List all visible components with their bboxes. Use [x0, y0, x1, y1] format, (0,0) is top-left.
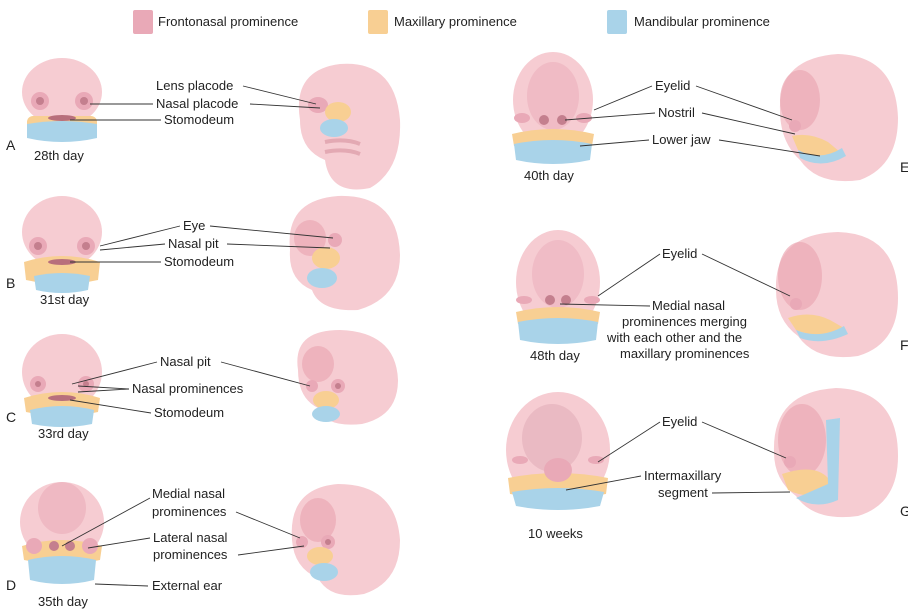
- label-eye: Eye: [183, 218, 205, 233]
- lateral-view-b: [290, 196, 400, 310]
- label-intermaxillary-line2: segment: [658, 485, 708, 500]
- frontal-view-b: [22, 196, 102, 293]
- label-intermaxillary-line1: Intermaxillary: [644, 468, 722, 483]
- frontal-view-e: [512, 52, 594, 164]
- label-medial-nasal-line2: prominences: [152, 504, 227, 519]
- label-eyelid: Eyelid: [662, 414, 697, 429]
- label-nasal-pit: Nasal pit: [168, 236, 219, 251]
- age-label: 10 weeks: [528, 526, 583, 541]
- label-stomodeum: Stomodeum: [154, 405, 224, 420]
- age-label: 33rd day: [38, 426, 89, 441]
- lateral-view-f: [776, 232, 898, 357]
- label-nostril: Nostril: [658, 105, 695, 120]
- panel-letter: D: [6, 577, 16, 593]
- panel-letter: C: [6, 409, 16, 425]
- panel-d: D 35th day Medial nasal prominences Late…: [6, 482, 400, 609]
- age-label: 40th day: [524, 168, 574, 183]
- lateral-view-g: [774, 388, 898, 517]
- panel-e: E 40th day Eyelid Nostril Lower jaw: [512, 52, 908, 183]
- frontal-view-d: [20, 482, 104, 584]
- label-external-ear: External ear: [152, 578, 223, 593]
- panel-g: G 10 weeks Eyelid Intermaxillary segment: [506, 388, 908, 541]
- panel-letter: F: [900, 337, 908, 353]
- label-medial-nasal-merge-line4: maxillary prominences: [620, 346, 750, 361]
- age-label: 35th day: [38, 594, 88, 609]
- label-medial-nasal-merge-line2: prominences merging: [622, 314, 747, 329]
- label-medial-nasal-line1: Medial nasal: [152, 486, 225, 501]
- panel-letter: G: [900, 503, 908, 519]
- label-eyelid: Eyelid: [655, 78, 690, 93]
- age-label: 48th day: [530, 348, 580, 363]
- leader-line: [95, 584, 148, 586]
- legend-label-frontonasal: Frontonasal prominence: [158, 14, 298, 29]
- age-label: 28th day: [34, 148, 84, 163]
- label-lateral-nasal-line1: Lateral nasal: [153, 530, 228, 545]
- panel-f: F 48th day Eyelid Medial nasal prominenc…: [516, 230, 908, 363]
- label-nasal-placode: Nasal placode: [156, 96, 238, 111]
- legend-swatch-maxillary: [368, 10, 388, 34]
- label-lens-placode: Lens placode: [156, 78, 233, 93]
- label-medial-nasal-merge-line1: Medial nasal: [652, 298, 725, 313]
- lateral-view-e: [780, 54, 898, 181]
- lateral-view-d: [292, 484, 400, 595]
- label-stomodeum: Stomodeum: [164, 254, 234, 269]
- panel-a: A 28th day Lens placode Nasal placode St…: [6, 58, 400, 189]
- label-stomodeum: Stomodeum: [164, 112, 234, 127]
- label-lower-jaw: Lower jaw: [652, 132, 711, 147]
- legend-swatch-mandibular: [607, 10, 627, 34]
- panel-c: C 33rd day Nasal pit Nasal prominences S…: [6, 330, 398, 441]
- panel-b: B 31st day Eye Nasal pit Stomodeum: [6, 196, 400, 310]
- legend-swatch-frontonasal: [133, 10, 153, 34]
- lateral-view-c: [297, 330, 398, 425]
- label-nasal-pit: Nasal pit: [160, 354, 211, 369]
- frontal-view-f: [516, 230, 600, 344]
- label-lateral-nasal-line2: prominences: [153, 547, 228, 562]
- frontal-view-g: [506, 392, 610, 510]
- legend-label-mandibular: Mandibular prominence: [634, 14, 770, 29]
- label-medial-nasal-merge-line3: with each other and the: [606, 330, 742, 345]
- label-eyelid: Eyelid: [662, 246, 697, 261]
- panel-letter: A: [6, 137, 16, 153]
- legend: Frontonasal prominence Maxillary promine…: [133, 10, 770, 34]
- lateral-view-a: [299, 64, 400, 190]
- label-nasal-prominences: Nasal prominences: [132, 381, 244, 396]
- panel-letter: E: [900, 159, 908, 175]
- frontal-view-c: [22, 334, 102, 427]
- panel-letter: B: [6, 275, 15, 291]
- legend-label-maxillary: Maxillary prominence: [394, 14, 517, 29]
- age-label: 31st day: [40, 292, 90, 307]
- frontal-view-a: [22, 58, 102, 142]
